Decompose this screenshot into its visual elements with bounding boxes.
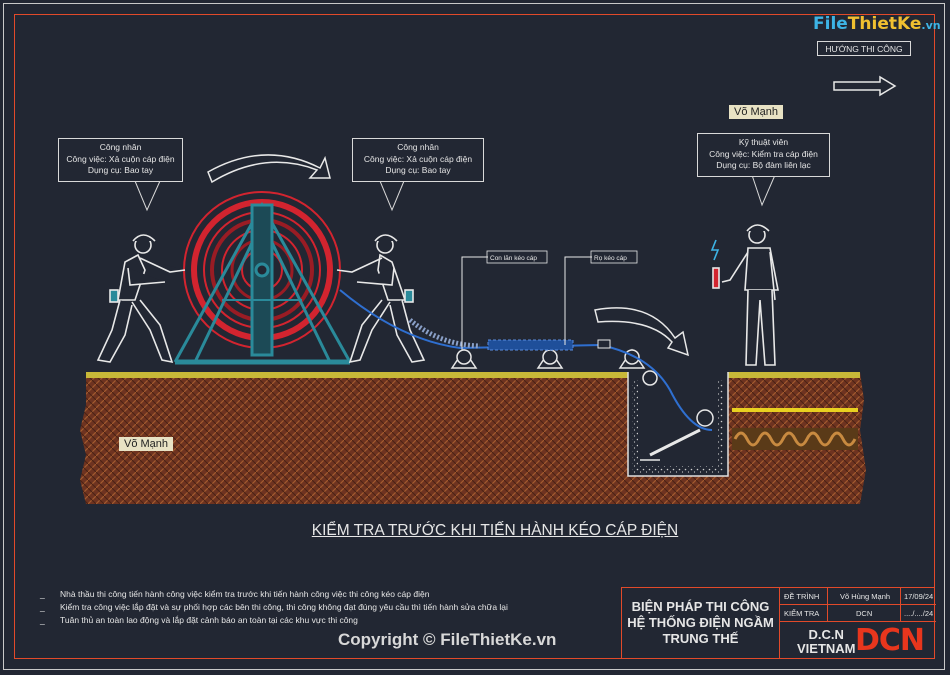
rotation-arrow-icon bbox=[207, 154, 331, 184]
direction-arrow-icon bbox=[833, 75, 897, 97]
cable-path bbox=[339, 289, 713, 431]
submit-label: ĐỀ TRÌNH bbox=[784, 592, 820, 601]
callout-pointers bbox=[134, 174, 776, 212]
company-logo: DCN bbox=[855, 623, 925, 658]
direction-label: HƯỚNG THI CÔNG bbox=[817, 41, 911, 56]
note-item: _Tuân thủ an toàn lao động và lắp đặt cả… bbox=[40, 615, 358, 625]
check-label: KIỂM TRA bbox=[784, 609, 820, 618]
descent-arrow-icon bbox=[594, 307, 690, 357]
technician-figure bbox=[710, 224, 779, 366]
sock-label: Rọ kéo cáp bbox=[594, 255, 627, 262]
note-item: _Kiểm tra công việc lắp đặt và sự phối h… bbox=[40, 602, 508, 612]
name-tag-soil: Võ Mạnh bbox=[119, 437, 174, 451]
company-name: D.C.N VIETNAM bbox=[797, 627, 856, 656]
roller-label: Con lăn kéo cáp bbox=[490, 255, 537, 262]
cable-roller bbox=[450, 348, 478, 369]
submit-name: Võ Hùng Mạnh bbox=[840, 592, 891, 601]
worker-figure-middle bbox=[336, 234, 426, 364]
buried-cable-bundle bbox=[732, 408, 858, 450]
check-date: ..../..../24 bbox=[904, 609, 934, 618]
name-tag-top: Võ Mạnh bbox=[729, 105, 784, 119]
title-block-heading: BIỆN PHÁP THI CÔNG HỆ THỐNG ĐIỆN NGẦM TR… bbox=[622, 588, 780, 658]
submit-date: 17/09/24 bbox=[904, 592, 934, 601]
reel-stand bbox=[173, 201, 352, 365]
label-leaders bbox=[461, 256, 592, 350]
inner-frame bbox=[14, 14, 935, 659]
main-title: KIỂM TRA TRƯỚC KHI TIẾN HÀNH KÉO CÁP ĐIỆ… bbox=[311, 522, 679, 539]
ground-soil-left bbox=[80, 372, 628, 504]
outer-frame bbox=[3, 3, 945, 670]
label-boxes bbox=[486, 250, 638, 264]
site-logo: FileThietKe.vn bbox=[813, 14, 941, 34]
copyright-watermark: Copyright © FileThietKe.vn bbox=[338, 630, 557, 649]
note-item: _Nhà thầu thi công tiến hành công việc k… bbox=[40, 589, 430, 599]
check-name: DCN bbox=[856, 609, 873, 618]
cable-roller bbox=[536, 348, 564, 369]
worker-figure-left bbox=[96, 234, 186, 364]
title-block: BIỆN PHÁP THI CÔNG HỆ THỐNG ĐIỆN NGẦM TR… bbox=[621, 587, 936, 659]
trench-roller bbox=[640, 370, 714, 461]
notes-list: _Nhà thầu thi công tiến hành công việc k… bbox=[40, 588, 508, 627]
